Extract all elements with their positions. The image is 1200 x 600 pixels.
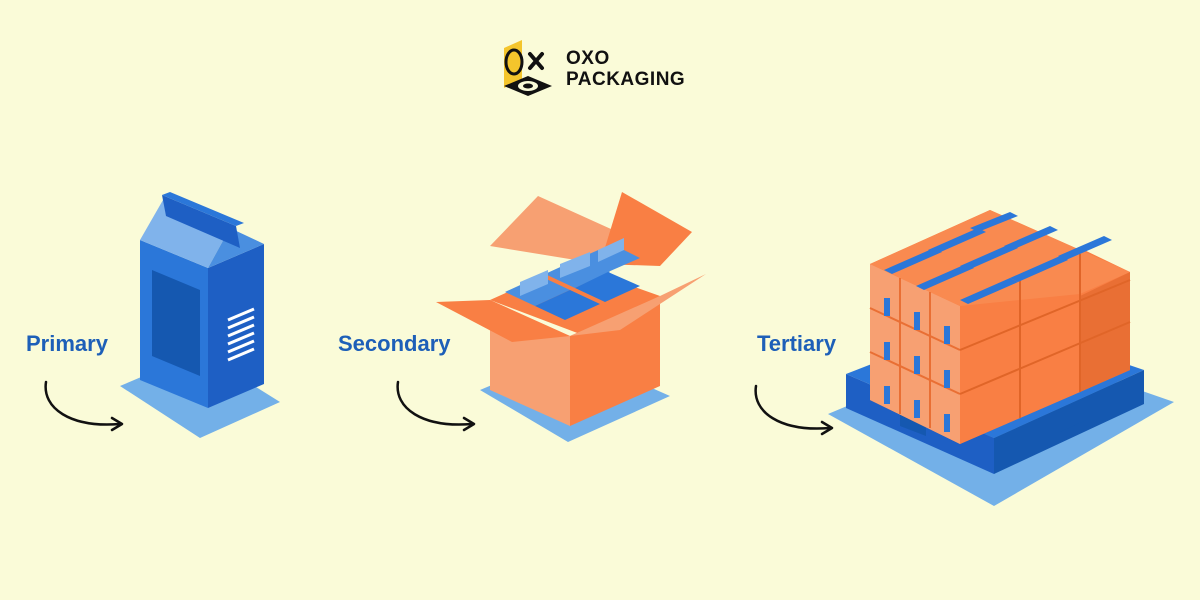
brand-logo: OXO PACKAGING bbox=[500, 38, 710, 100]
inner-products bbox=[505, 238, 640, 320]
curved-arrow-icon bbox=[44, 380, 124, 432]
curved-arrow-icon bbox=[754, 384, 834, 436]
stage-label-primary: Primary bbox=[26, 331, 108, 356]
oxo-mark-icon bbox=[504, 40, 552, 96]
logo-line-1: OXO bbox=[566, 48, 610, 69]
carton-bag-icon bbox=[120, 192, 280, 438]
stage-label-tertiary: Tertiary bbox=[757, 331, 837, 356]
logo-line-2: PACKAGING bbox=[566, 69, 686, 90]
stage-label-secondary: Secondary bbox=[338, 331, 451, 356]
logo-wordmark: OXO PACKAGING bbox=[566, 48, 685, 90]
pallet-icon bbox=[828, 210, 1174, 506]
open-box-icon bbox=[436, 192, 706, 442]
curved-arrow-icon bbox=[396, 380, 476, 432]
